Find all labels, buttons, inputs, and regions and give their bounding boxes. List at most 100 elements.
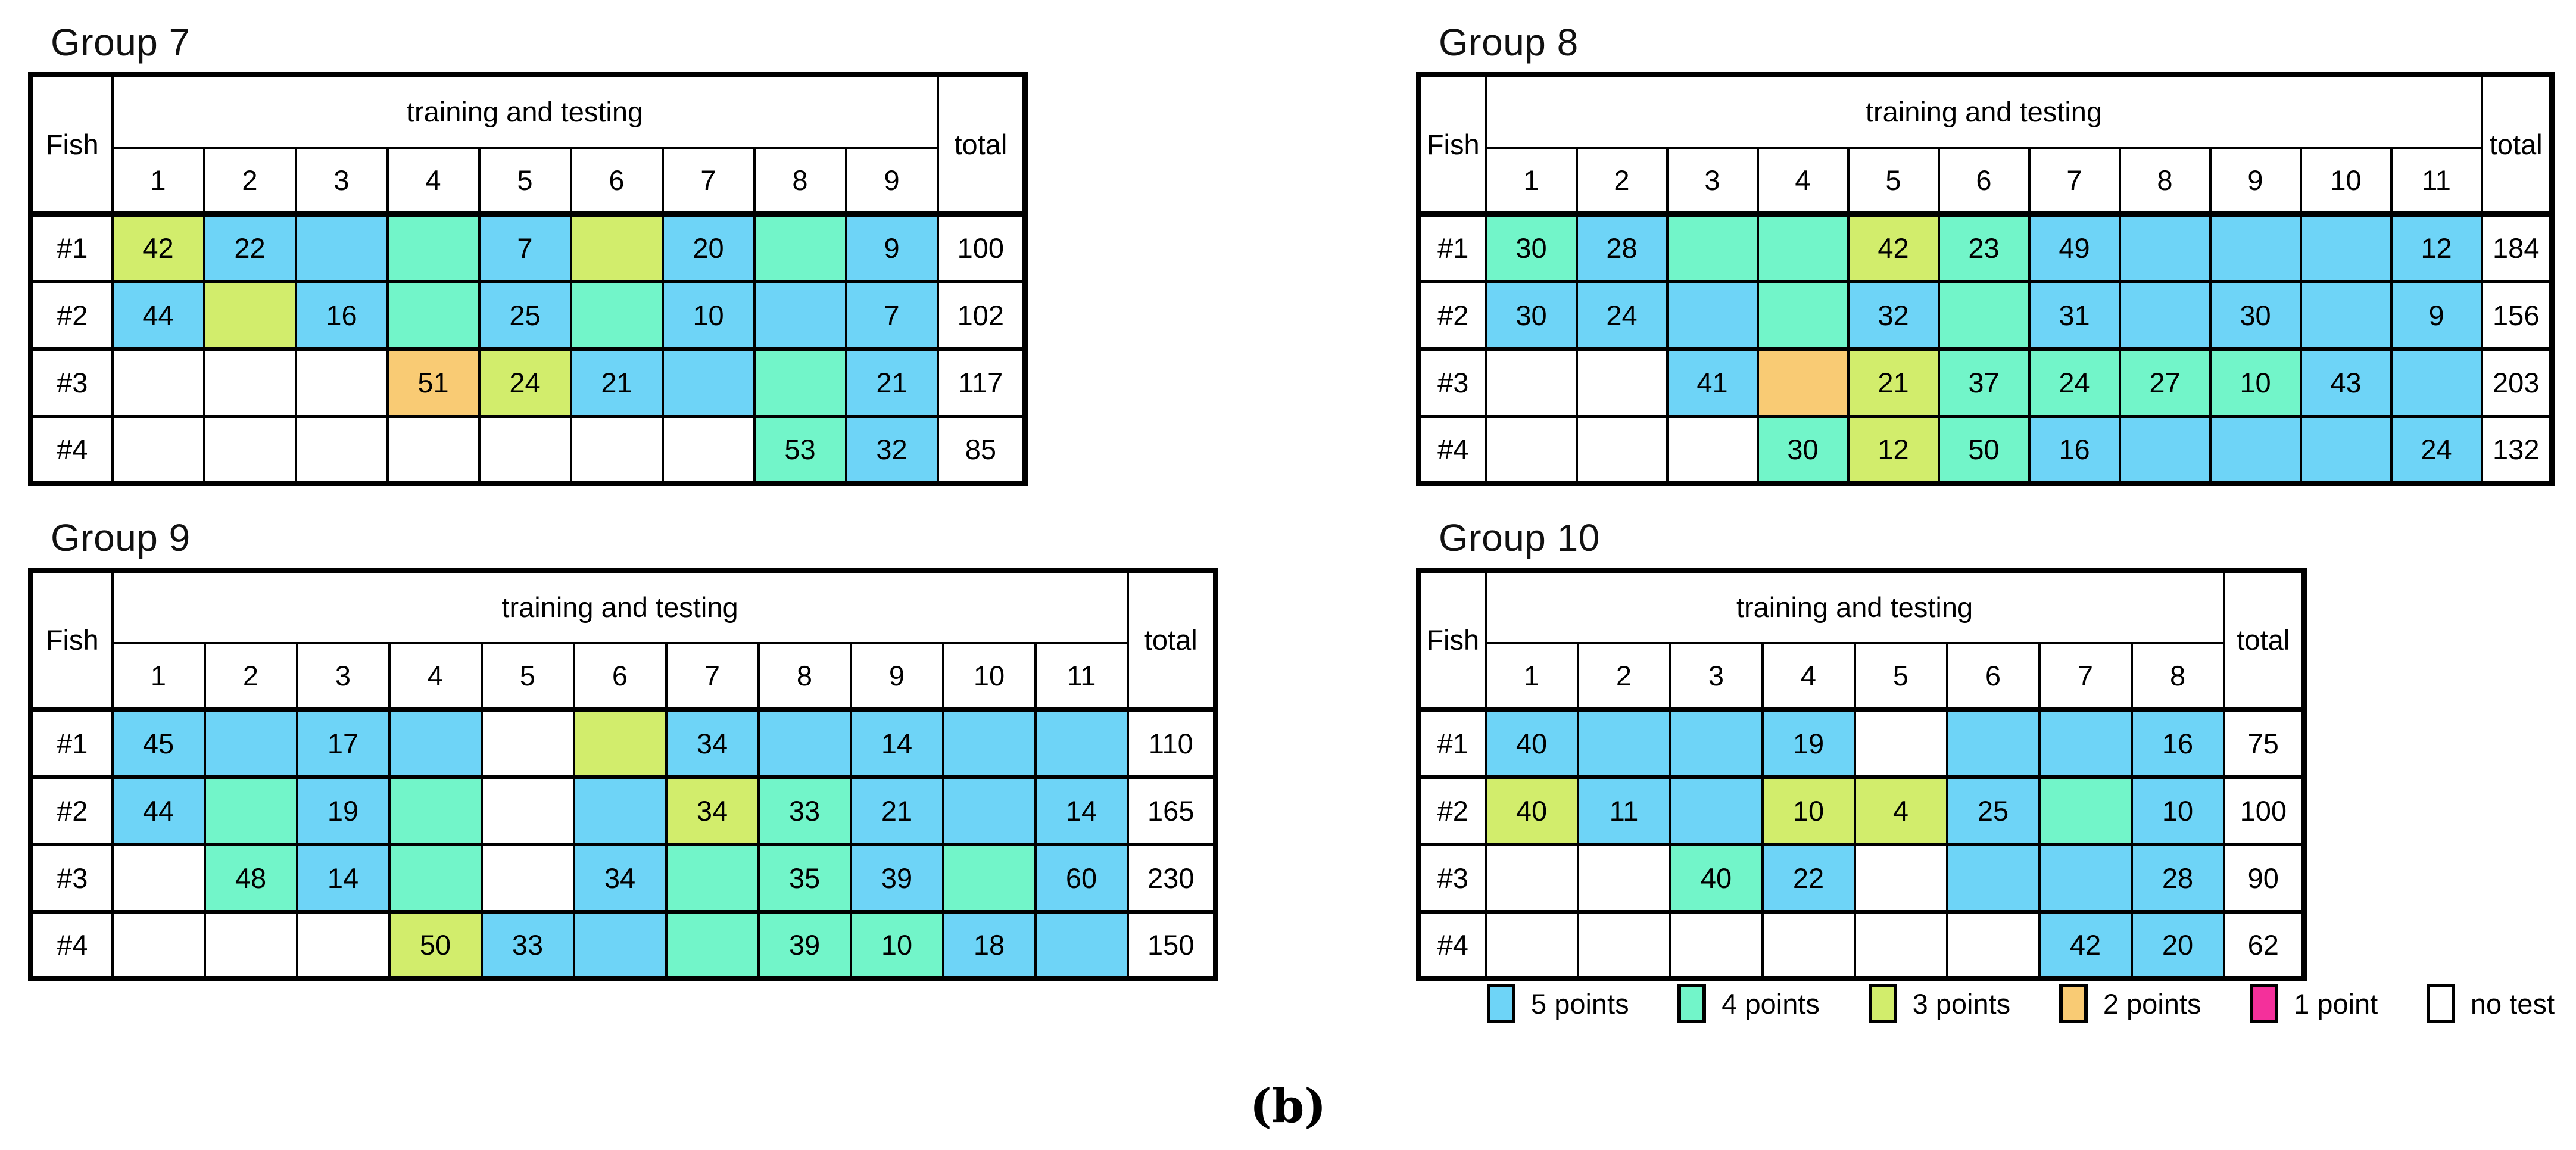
points-cell-r2c3: 19 — [295, 775, 391, 846]
session-column-header: 9 — [844, 146, 939, 217]
fish-label: #1 — [1417, 212, 1487, 283]
row-total: 230 — [1126, 842, 1217, 913]
points-cell-r2c5: 32 — [1847, 279, 1940, 350]
points-cell-r2c5: 4 — [1853, 775, 1948, 846]
points-cell-r3c10 — [941, 842, 1037, 913]
session-column-header: 5 — [1853, 641, 1948, 713]
points-cell-r3c6: 37 — [1937, 347, 2031, 417]
session-column-header: 9 — [849, 641, 944, 713]
session-column-header: 7 — [2028, 146, 2121, 217]
points-cell-r2c1: 30 — [1485, 279, 1578, 350]
points-cell-r4c3 — [294, 414, 389, 485]
points-cell-r3c11: 60 — [1034, 842, 1129, 913]
points-cell-r3c7 — [2038, 842, 2133, 913]
points-cell-r1c5 — [1853, 708, 1948, 778]
points-cell-r1c7: 49 — [2028, 212, 2121, 283]
row-total: 117 — [936, 347, 1027, 417]
points-cell-r4c2 — [1575, 414, 1669, 485]
fish-label: #2 — [29, 279, 114, 350]
points-cell-r1c3: 17 — [295, 708, 391, 778]
training-and-testing-header: training and testing — [111, 73, 939, 149]
fish-label: #1 — [1417, 708, 1487, 778]
points-cell-r2c5 — [480, 775, 575, 846]
session-column-header: 6 — [569, 146, 664, 217]
session-column-header: 2 — [202, 146, 297, 217]
row-total: 203 — [2480, 347, 2553, 417]
fish-label: #1 — [29, 212, 114, 283]
fish-label: #4 — [1417, 414, 1487, 485]
points-cell-r4c1 — [1484, 909, 1579, 980]
points-cell-r2c4 — [1756, 279, 1850, 350]
points-cell-r4c10 — [2299, 414, 2393, 485]
group-9-title: Group 9 — [51, 516, 191, 559]
session-column-header: 8 — [2130, 641, 2225, 713]
points-cell-r3c1 — [111, 347, 205, 417]
session-column-header: 2 — [203, 641, 298, 713]
session-column-header: 6 — [572, 641, 668, 713]
fish-label: #1 — [29, 708, 114, 778]
points-cell-r1c2: 22 — [202, 212, 297, 283]
row-total: 62 — [2222, 909, 2306, 980]
points-cell-r4c5 — [1853, 909, 1948, 980]
points-cell-r3c8 — [753, 347, 847, 417]
group-10-title: Group 10 — [1439, 516, 1600, 559]
points-cell-r1c4 — [1756, 212, 1850, 283]
points-cell-r4c11: 24 — [2390, 414, 2483, 485]
row-total: 85 — [936, 414, 1027, 485]
points-cell-r4c4: 50 — [388, 909, 483, 980]
row-total: 75 — [2222, 708, 2306, 778]
points-cell-r2c9: 7 — [844, 279, 939, 350]
points-cell-r2c8 — [753, 279, 847, 350]
points-cell-r3c11 — [2390, 347, 2483, 417]
points-cell-r4c11 — [1034, 909, 1129, 980]
points-cell-r2c1: 44 — [111, 279, 205, 350]
session-column-header: 5 — [480, 641, 575, 713]
row-total: 100 — [2222, 775, 2306, 846]
points-cell-r4c1 — [111, 909, 206, 980]
fish-label: #3 — [29, 347, 114, 417]
total-header: total — [2480, 73, 2553, 217]
points-cell-r3c3: 41 — [1666, 347, 1759, 417]
legend-swatch-no-test — [2426, 984, 2455, 1023]
session-column-header: 4 — [388, 641, 483, 713]
fish-label: #4 — [1417, 909, 1487, 980]
session-column-header: 10 — [2299, 146, 2393, 217]
points-cell-r1c4: 19 — [1761, 708, 1856, 778]
points-cell-r1c4 — [386, 212, 481, 283]
points-cell-r4c7: 16 — [2028, 414, 2121, 485]
points-cell-r3c9: 39 — [849, 842, 944, 913]
points-cell-r2c4: 10 — [1761, 775, 1856, 846]
points-cell-r4c8: 39 — [757, 909, 852, 980]
points-cell-r1c2: 28 — [1575, 212, 1669, 283]
legend-label-4-points: 4 points — [1722, 987, 1820, 1020]
points-cell-r1c2 — [1576, 708, 1671, 778]
points-cell-r4c4 — [1761, 909, 1856, 980]
fish-header: Fish — [29, 73, 114, 217]
points-cell-r4c5: 33 — [480, 909, 575, 980]
session-column-header: 10 — [941, 641, 1037, 713]
row-total: 90 — [2222, 842, 2306, 913]
points-cell-r3c7 — [661, 347, 756, 417]
fish-label: #3 — [1417, 842, 1487, 913]
points-cell-r3c4 — [1756, 347, 1850, 417]
points-cell-r2c3: 16 — [294, 279, 389, 350]
points-cell-r1c2 — [203, 708, 298, 778]
points-cell-r1c8 — [757, 708, 852, 778]
session-column-header: 6 — [1937, 146, 2031, 217]
